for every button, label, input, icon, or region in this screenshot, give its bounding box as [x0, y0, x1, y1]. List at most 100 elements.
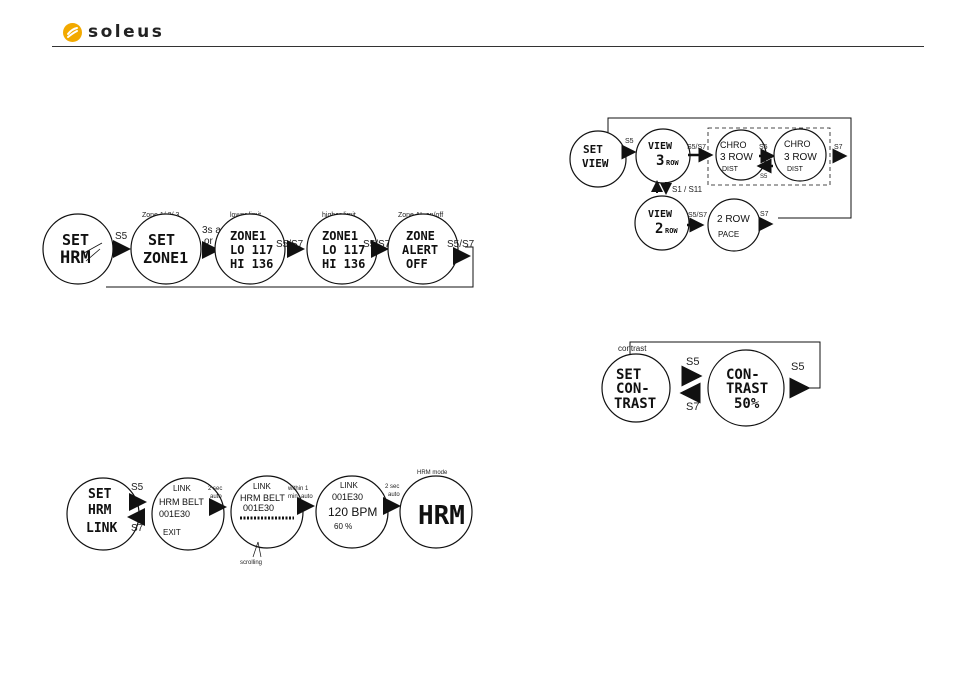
- label-s5-a: S5: [625, 138, 634, 145]
- label-s5-b: S5: [791, 361, 804, 373]
- svg-text:3: 3: [656, 153, 664, 169]
- svg-text:ROW: ROW: [666, 159, 679, 167]
- svg-text:OFF: OFF: [406, 257, 428, 271]
- label-s7: S7: [131, 523, 144, 534]
- watch-chro-3row-b: CHRO 3 ROW DIST: [773, 128, 827, 182]
- watch-view-2row: VIEW 2 ROW: [634, 195, 690, 251]
- view-return-loop: [607, 117, 852, 219]
- label-s7: S7: [686, 401, 699, 413]
- view-diagram: SET VIEW S5 VIEW 3 ROW S5/S7 CHRO 3 ROW …: [569, 117, 852, 252]
- svg-text:HRM: HRM: [60, 248, 91, 268]
- hrm-zone-diagram: SET HRM S5 Zone 1/ 2/ 3 SET ZONE1 3s aut…: [42, 212, 475, 288]
- svg-text:2 ROW: 2 ROW: [717, 214, 750, 225]
- label-s5-c: S5: [760, 174, 768, 180]
- label-within1: within 1: [287, 486, 309, 492]
- svg-text:CON-: CON-: [726, 367, 760, 383]
- svg-text:50%: 50%: [734, 396, 760, 412]
- label-scrolling: scrolling: [240, 560, 262, 566]
- svg-text:SET: SET: [148, 231, 175, 249]
- watch-link-scrolling: LINK HRM BELT 001E30: [230, 475, 304, 549]
- watch-zone1-lower: ZONE1 LO 117 HI 136: [214, 213, 286, 285]
- svg-text:ZONE1: ZONE1: [230, 229, 266, 243]
- scrolling-pointer: [252, 541, 262, 558]
- label-within2: min. auto: [288, 494, 313, 500]
- svg-text:EXIT: EXIT: [163, 528, 181, 537]
- label-s5s7-b: S5/S7: [688, 212, 707, 219]
- svg-text:LINK: LINK: [173, 484, 191, 493]
- watch-set-hrm: SET HRM: [42, 213, 114, 285]
- watch-set-contrast: SET CON- TRAST: [601, 353, 671, 423]
- label-auto1: 3s auto: [202, 225, 235, 236]
- svg-text:CHRO: CHRO: [784, 139, 811, 149]
- svg-text:HRM: HRM: [88, 503, 112, 518]
- svg-text:SET: SET: [62, 231, 89, 249]
- svg-text:3 ROW: 3 ROW: [784, 152, 817, 163]
- watch-contrast-50: CON- TRAST 50%: [707, 349, 785, 427]
- svg-text:VIEW: VIEW: [648, 141, 673, 152]
- contrast-diagram: contrast SET CON- TRAST S5 S7 CON- TRAST…: [601, 341, 821, 427]
- label-s5-a: S5: [686, 356, 699, 368]
- label-auto-1: auto: [210, 494, 222, 500]
- svg-text:ZONE1: ZONE1: [143, 249, 188, 267]
- svg-text:SET: SET: [88, 487, 112, 502]
- svg-text:001E30: 001E30: [159, 509, 190, 519]
- watch-set-zone1: SET ZONE1: [130, 213, 202, 285]
- svg-text:VIEW: VIEW: [582, 157, 609, 170]
- svg-text:HRM BELT: HRM BELT: [240, 493, 285, 503]
- label-2sec-2: 2 sec: [385, 484, 399, 490]
- label-s5: S5: [131, 482, 144, 493]
- svg-text:PACE: PACE: [718, 230, 739, 239]
- svg-text:SET: SET: [583, 143, 603, 156]
- watch-view-3row: VIEW 3 ROW: [635, 128, 691, 184]
- label-s7-b: S7: [760, 211, 769, 218]
- watch-chro-3row-a: CHRO 3 ROW DIST: [715, 129, 767, 181]
- svg-text:ROW: ROW: [665, 227, 678, 235]
- label-s5s7-c: S5/S7: [447, 239, 475, 250]
- label-2sec-1: 2 sec: [208, 486, 222, 492]
- svg-text:VIEW: VIEW: [648, 209, 673, 220]
- svg-text:60 %: 60 %: [334, 522, 352, 531]
- svg-text:LINK: LINK: [86, 521, 117, 536]
- svg-text:SET: SET: [616, 367, 641, 383]
- svg-text:HI 136: HI 136: [230, 257, 273, 271]
- watch-hrm-mode: HRM: [399, 475, 473, 549]
- svg-text:ZONE: ZONE: [406, 229, 435, 243]
- svg-text:LINK: LINK: [253, 482, 271, 491]
- watch-zone1-higher: ZONE1 LO 117 HI 136: [306, 213, 378, 285]
- header-divider: [52, 46, 924, 47]
- contrast-return-loop: [629, 341, 821, 389]
- watch-set-hrm-link: SET HRM LINK: [66, 477, 140, 551]
- svg-text:CON-: CON-: [616, 381, 650, 397]
- svg-text:2: 2: [655, 221, 663, 237]
- watch-set-view: SET VIEW: [569, 130, 627, 188]
- label-hrm-mode: HRM mode: [417, 470, 448, 476]
- label-s7-a: S7: [834, 144, 843, 151]
- soleus-logo-icon: [63, 22, 82, 42]
- label-s5: S5: [115, 231, 128, 242]
- svg-text:HRM: HRM: [418, 501, 465, 531]
- svg-text:HI 136: HI 136: [322, 257, 365, 271]
- svg-text:ALERT: ALERT: [402, 243, 438, 257]
- watch-zone-alert: ZONE ALERT OFF: [387, 213, 459, 285]
- svg-text:LO 117: LO 117: [322, 243, 365, 257]
- svg-text:DIST: DIST: [722, 166, 739, 173]
- svg-text:001E30: 001E30: [243, 503, 274, 513]
- watch-2row-pace: 2 ROW PACE: [707, 198, 761, 252]
- label-auto-2: auto: [388, 492, 400, 498]
- label-s1s11: S1 / S11: [672, 185, 703, 194]
- svg-text:001E30: 001E30: [332, 492, 363, 502]
- svg-text:HRM BELT: HRM BELT: [159, 497, 204, 507]
- brand-logo: soleus: [63, 22, 164, 42]
- label-s5-b: S5: [759, 144, 768, 151]
- svg-text:DIST: DIST: [787, 166, 804, 173]
- svg-text:TRAST: TRAST: [726, 381, 768, 397]
- svg-text:3 ROW: 3 ROW: [720, 152, 753, 163]
- hrm-link-diagram: SET HRM LINK S5 S7 LINK HRM BELT 001E30 …: [66, 470, 473, 566]
- label-s5s7-a: S5/S7: [687, 144, 706, 151]
- svg-text:ZONE1: ZONE1: [322, 229, 358, 243]
- svg-text:LO 117: LO 117: [230, 243, 273, 257]
- svg-text:120 BPM: 120 BPM: [328, 505, 377, 519]
- svg-text:CHRO: CHRO: [720, 140, 747, 150]
- brand-name: soleus: [88, 22, 165, 42]
- svg-text:LINK: LINK: [340, 481, 358, 490]
